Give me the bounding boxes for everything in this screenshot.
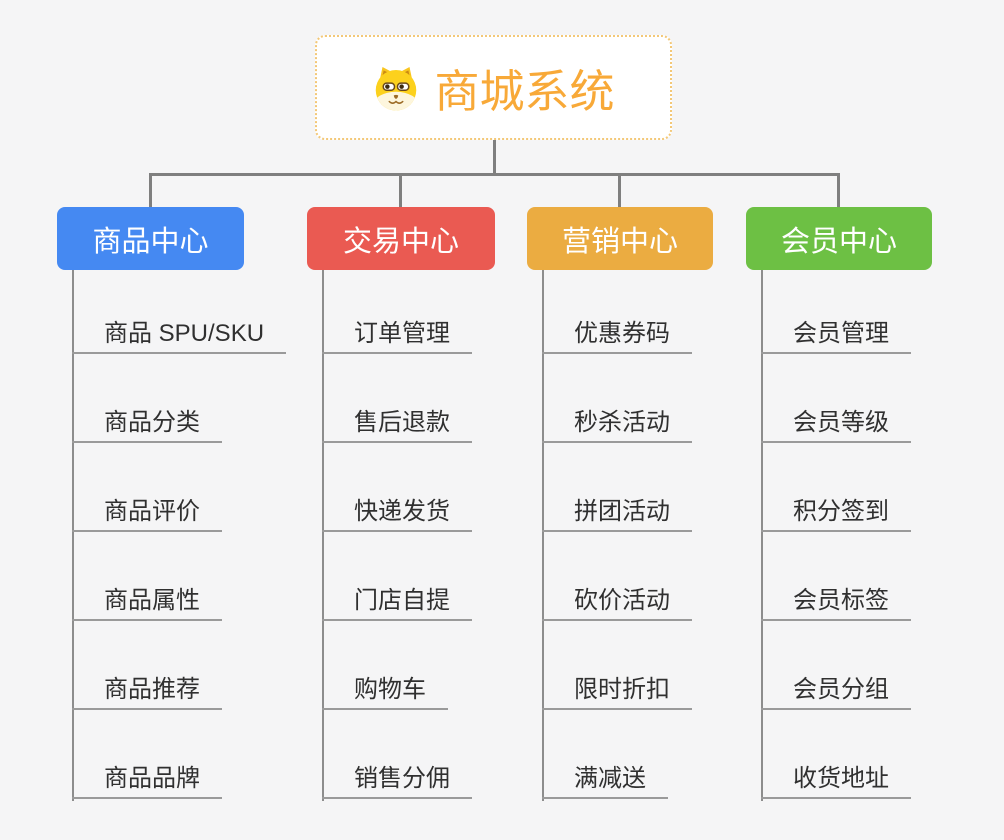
branch-child-node[interactable]: 商品属性 <box>72 583 222 621</box>
branch-child-node[interactable]: 秒杀活动 <box>542 405 692 443</box>
branch-node[interactable]: 会员中心 <box>746 207 932 270</box>
dog-face-icon <box>372 64 420 112</box>
branch-child-node[interactable]: 限时折扣 <box>542 672 692 710</box>
connector-drop <box>837 173 840 209</box>
branch-child-node[interactable]: 购物车 <box>322 672 448 710</box>
branch-trade-center: 交易中心 订单管理 售后退款 快递发货 门店自提 购物车 销售分佣 <box>307 207 495 801</box>
branch-spine-line <box>542 270 544 801</box>
branch-marketing-center: 营销中心 优惠券码 秒杀活动 拼团活动 砍价活动 限时折扣 满减送 <box>527 207 713 801</box>
branch-child-node[interactable]: 商品推荐 <box>72 672 222 710</box>
branch-child-node[interactable]: 订单管理 <box>322 316 472 354</box>
branch-child-node[interactable]: 会员标签 <box>761 583 911 621</box>
branch-child-node[interactable]: 商品分类 <box>72 405 222 443</box>
branch-spine-line <box>761 270 763 801</box>
connector-drop <box>399 173 402 209</box>
connector-root-stub <box>493 140 496 175</box>
branch-child-node[interactable]: 商品 SPU/SKU <box>72 316 287 354</box>
branch-child-node[interactable]: 销售分佣 <box>322 761 472 799</box>
connector-drop <box>618 173 621 209</box>
branch-spine-line <box>72 270 74 801</box>
branch-spine-line <box>322 270 324 801</box>
branch-child-node[interactable]: 商品品牌 <box>72 761 222 799</box>
branch-child-node[interactable]: 会员管理 <box>761 316 911 354</box>
branch-child-node[interactable]: 门店自提 <box>322 583 472 621</box>
branch-member-center: 会员中心 会员管理 会员等级 积分签到 会员标签 会员分组 收货地址 <box>746 207 932 801</box>
connector-drop <box>149 173 152 209</box>
branch-child-node[interactable]: 会员等级 <box>761 405 911 443</box>
branch-child-node[interactable]: 积分签到 <box>761 494 911 532</box>
branch-node[interactable]: 营销中心 <box>527 207 713 270</box>
branch-child-node[interactable]: 收货地址 <box>761 761 911 799</box>
branch-child-node[interactable]: 砍价活动 <box>542 583 692 621</box>
branch-node[interactable]: 交易中心 <box>307 207 495 270</box>
branch-node[interactable]: 商品中心 <box>57 207 244 270</box>
branch-product-center: 商品中心 商品 SPU/SKU 商品分类 商品评价 商品属性 商品推荐 商品品牌 <box>57 207 287 801</box>
branch-child-node[interactable]: 售后退款 <box>322 405 472 443</box>
branch-child-node[interactable]: 快递发货 <box>322 494 472 532</box>
branch-child-node[interactable]: 满减送 <box>542 761 668 799</box>
root-node[interactable]: 商城系统 <box>315 35 672 140</box>
root-node-title: 商城系统 <box>434 66 615 117</box>
branch-child-node[interactable]: 拼团活动 <box>542 494 692 532</box>
connector-bus <box>149 173 840 176</box>
branch-child-node[interactable]: 商品评价 <box>72 494 222 532</box>
branch-child-node[interactable]: 优惠券码 <box>542 316 692 354</box>
branch-child-node[interactable]: 会员分组 <box>761 672 911 710</box>
